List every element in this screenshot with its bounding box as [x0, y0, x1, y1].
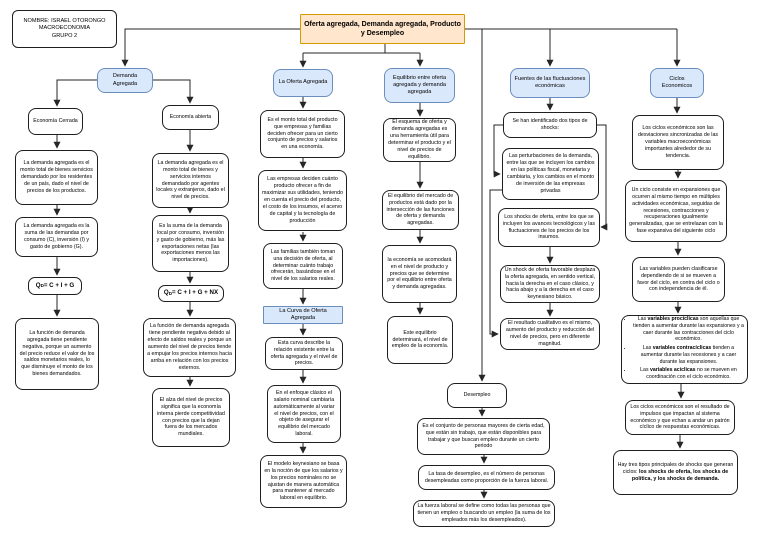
node-curva-keynesiano: El modelo keynesiano se basa en la noció…	[260, 455, 347, 508]
node-fuerza-laboral: La fuerza laboral se define como todas l…	[413, 500, 555, 527]
formula-base: Q	[35, 281, 41, 289]
branch-demanda-agregada: Demanda Agregada	[97, 68, 153, 93]
formula-superscript: D	[40, 283, 44, 289]
student-name-line: NOMBRE: ISRAEL OTORONGO	[23, 18, 106, 25]
node-abierta-alza: El alza del nivel de precios significa q…	[152, 388, 230, 447]
node-equilibrio-acomodo: la economía se acomodará en el nivel de …	[382, 245, 457, 303]
formula-rest: = C + I + G	[43, 281, 75, 289]
node-clasificacion-variables: Las variables pueden clasificarse depend…	[632, 257, 725, 302]
list-item: Las variables acíclicas no se mueven en …	[633, 367, 744, 381]
formula-base: Q	[163, 289, 169, 297]
node-oferta-definicion: Es el monto total del producto que empre…	[260, 110, 345, 158]
formula-rest: = C + I + G + NX	[171, 289, 219, 297]
list-item: Las variables contracíclicas tienden a a…	[633, 345, 744, 365]
node-shocks-oferta: Los shocks de oferta, entre los que se i…	[498, 208, 600, 247]
node-desempleo-definicion: Es el conjunto de personas mayores de ci…	[417, 418, 550, 455]
student-group-line: GRUPO 2	[51, 32, 78, 39]
branch-ciclos-economicos: Ciclos Economicos	[650, 68, 704, 98]
node-equilibrio-empleo: Este equilibrio determinará, el nivel de…	[387, 316, 453, 364]
formula-superscript: D	[168, 290, 172, 296]
student-name-box: NOMBRE: ISRAEL OTORONGO MACROECONOMIA GR…	[12, 10, 117, 48]
node-ciclos-definicion: Los ciclos económicos son las desviacion…	[632, 115, 724, 170]
node-ciclos-impulsos: Los ciclos económicos son el resultado d…	[625, 400, 735, 435]
list-item: Las variables procíclicas son aquellas q…	[633, 316, 744, 343]
branch-equilibrio: Equilibrio entre oferta agregada y deman…	[384, 68, 455, 103]
node-tipos-variables: Las variables procíclicas son aquellas q…	[621, 315, 748, 384]
node-economia-abierta: Economía abierta	[162, 105, 219, 130]
node-resultado-cualitativo: El resultado cualitativo es el mismo, au…	[500, 318, 600, 350]
node-economia-cerrada: Economía Cerrada	[28, 108, 83, 135]
node-cerrada-funcion: La función de demanda agregada tiene pen…	[15, 318, 99, 390]
student-course-line: MACROECONOMIA	[38, 25, 91, 32]
node-un-ciclo: Un ciclo consiste en expansiones que ocu…	[625, 180, 727, 242]
node-abierta-definicion: La demanda agregada es el monto total de…	[152, 153, 229, 208]
node-perturbaciones-demanda: Las perturbaciones de la demanda, entre …	[502, 148, 599, 200]
node-tres-tipos-shocks: Hay tres tipos principales de shocks que…	[613, 450, 738, 495]
node-oferta-empresas: Las empresas deciden cuánto producto ofr…	[258, 170, 347, 231]
variables-list: Las variables procíclicas son aquellas q…	[625, 316, 744, 383]
node-equilibrio-esquema: El esquema de oferta y demanda agregadas…	[383, 118, 456, 162]
branch-fuentes-fluctuaciones: Fuentes de las fluctuaciones económicas	[510, 68, 590, 98]
node-desempleo-tasa: La tasa de desempleo, es el número de pe…	[418, 465, 555, 490]
node-desempleo-label: Desempleo	[447, 383, 507, 408]
branch-oferta-agregada: La Oferta Agregada	[273, 69, 333, 97]
node-cerrada-suma: La demanda agregada es la suma de las de…	[15, 217, 98, 257]
node-abierta-funcion: La función de demanda agregada tiene pen…	[143, 318, 236, 377]
node-curva-oferta-label: La Curva de Oferta Agregada	[263, 306, 343, 324]
node-oferta-familias: Las familias también toman una decisión …	[263, 243, 343, 289]
shocks-text: Hay tres tipos principales de shocks que…	[617, 462, 734, 482]
root-title-node: Oferta agregada, Demanda agregada, Produ…	[300, 14, 465, 44]
node-equilibrio-interseccion: El equilibrio del mercado de productos e…	[382, 190, 459, 230]
node-curva-descripcion: Esta curva describe la relación existent…	[265, 337, 343, 370]
node-shock-favorable: Un shock de oferta favorable desplaza la…	[500, 265, 600, 303]
node-tipos-shocks: Se han identificado dos tipos de shocks:	[503, 112, 597, 138]
node-cerrada-definicion: La demanda agregada es el monto total de…	[15, 150, 98, 205]
node-curva-clasico: En el enfoque clásico el salario nominal…	[267, 385, 341, 443]
node-abierta-suma: Es la suma de la demanda local por consu…	[152, 215, 229, 272]
